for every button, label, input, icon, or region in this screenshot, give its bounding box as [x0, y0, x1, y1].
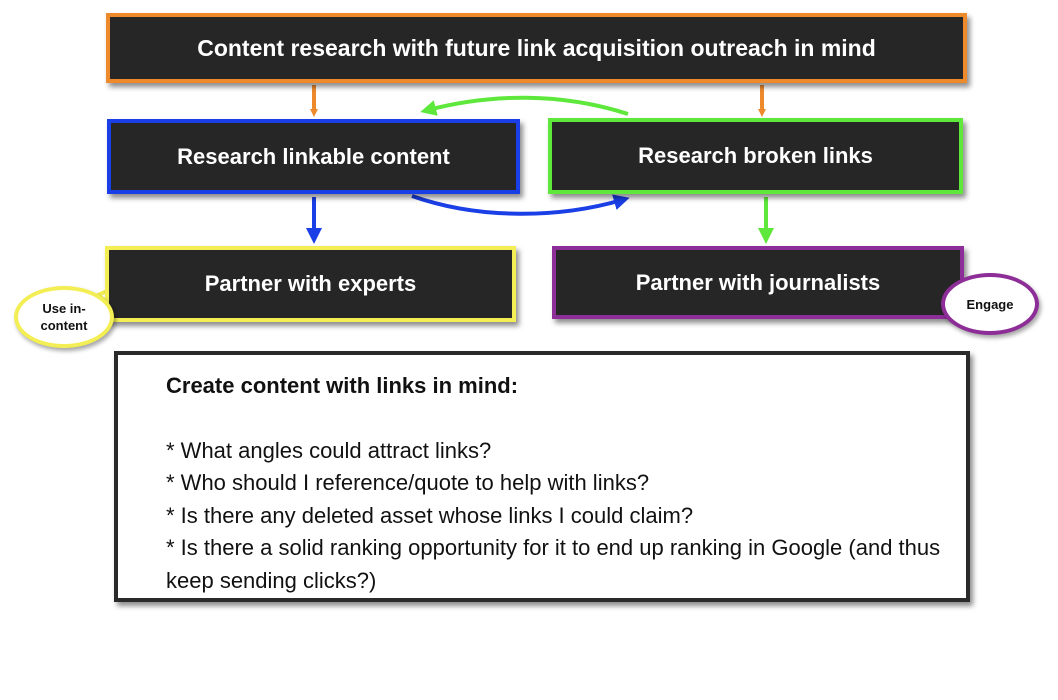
- research-linkable-content-label: Research linkable content: [177, 143, 450, 169]
- bullet-item: * Is there a solid ranking opportunity f…: [166, 535, 941, 593]
- research-broken-links-box: Research broken links: [548, 118, 963, 194]
- partner-with-experts-box: Partner with experts: [105, 246, 516, 322]
- partner-with-journalists-label: Partner with journalists: [635, 269, 881, 295]
- bullet-item: * Who should I reference/quote to help w…: [166, 470, 650, 495]
- arrow-linkable-to-broken: [411, 194, 630, 216]
- partner-with-journalists-box: Partner with journalists: [552, 246, 964, 319]
- partner-with-experts-label: Partner with experts: [204, 271, 417, 296]
- use-in-content-bubble: Use in-content: [14, 286, 114, 348]
- research-linkable-content-box: Research linkable content: [107, 119, 520, 194]
- use-in-content-label: Use in-content: [40, 301, 88, 333]
- research-broken-links-label: Research broken links: [638, 143, 873, 168]
- bullet-item: * Is there any deleted asset whose links…: [166, 502, 694, 528]
- engage-bubble: Engage: [941, 273, 1039, 335]
- arrow-broken-to-linkable: [420, 95, 629, 116]
- content-research-label: Content research with future link acquis…: [197, 34, 876, 61]
- create-content-box: Create content with links in mind: * Wha…: [114, 351, 970, 602]
- content-research-box: Content research with future link acquis…: [106, 13, 967, 83]
- engage-label: Engage: [966, 296, 1014, 312]
- bullet-item: * What angles could attract links?: [166, 437, 492, 463]
- create-content-title: Create content with links in mind:: [166, 373, 519, 398]
